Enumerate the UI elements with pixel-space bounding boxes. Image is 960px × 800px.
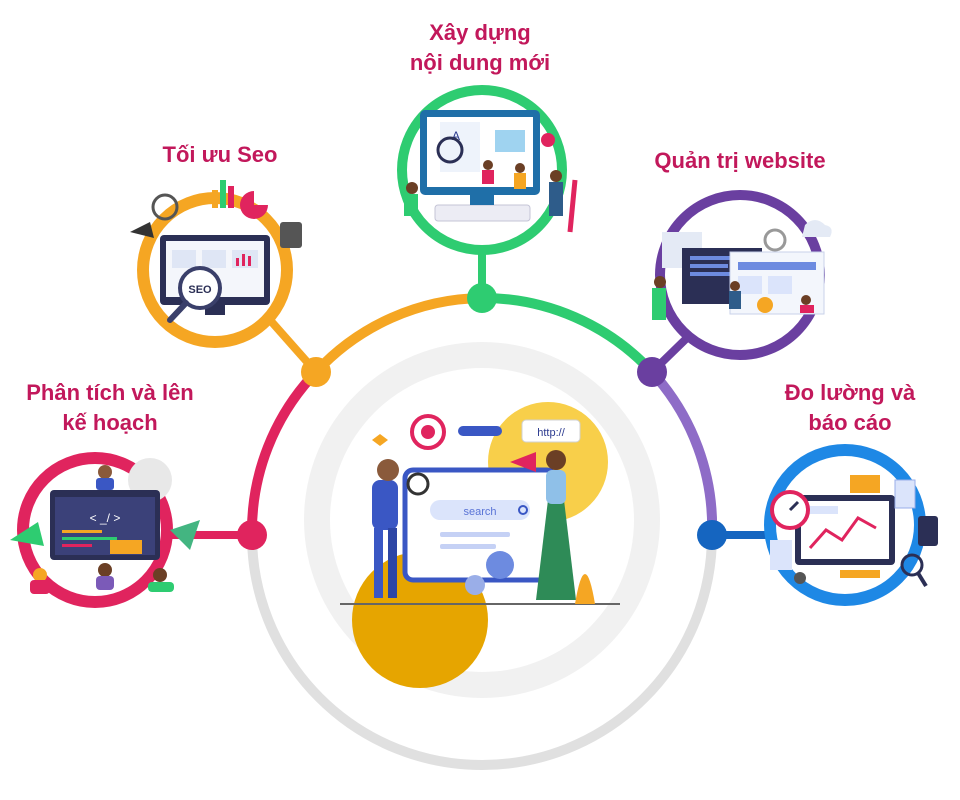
stage-label-line: Xây dựng xyxy=(429,20,531,45)
arc-seo xyxy=(311,293,487,377)
arc-bottom xyxy=(247,530,717,770)
stage-label-admin: Quản trị website xyxy=(630,146,850,176)
node-plan xyxy=(237,520,267,550)
stage-label-plan: Phân tích và lên kế hoạch xyxy=(10,378,210,438)
stage-label-line: Quản trị website xyxy=(654,148,826,173)
stage-label-report: Đo lường và báo cáo xyxy=(750,378,950,438)
node-seo xyxy=(301,357,331,387)
center-url-text: http:// xyxy=(537,427,565,439)
seo-badge-text: SEO xyxy=(188,284,212,296)
stage-label-seo: Tối ưu Seo xyxy=(120,140,320,170)
stage-label-line: báo cáo xyxy=(808,410,892,435)
svg-text:A: A xyxy=(452,129,460,143)
marketing-search-illustration: search http:// xyxy=(340,402,620,688)
arc-admin xyxy=(647,367,718,540)
arc-content xyxy=(477,292,657,377)
center-search-text: search xyxy=(463,506,496,518)
stage-label-line: kế hoạch xyxy=(62,410,158,435)
content-creation-illustration: A xyxy=(404,110,578,233)
node-admin xyxy=(637,357,667,387)
stage-label-line: Phân tích và lên xyxy=(26,380,194,405)
website-admin-illustration xyxy=(652,220,832,320)
code-tag-text: < _/ > xyxy=(90,511,121,525)
stage-label-line: Đo lường và xyxy=(784,380,916,405)
node-report xyxy=(697,520,727,550)
stage-label-line: Tối ưu Seo xyxy=(162,142,278,167)
stage-label-line: nội dung mới xyxy=(409,50,551,75)
analytics-dashboard-illustration xyxy=(770,475,938,588)
seo-monitor-illustration: SEO xyxy=(130,180,302,323)
node-content xyxy=(467,283,497,313)
arc-plan xyxy=(246,367,321,540)
code-laptop-illustration: < _/ > xyxy=(10,458,200,594)
stage-label-content: Xây dựng nội dung mới xyxy=(380,18,580,78)
